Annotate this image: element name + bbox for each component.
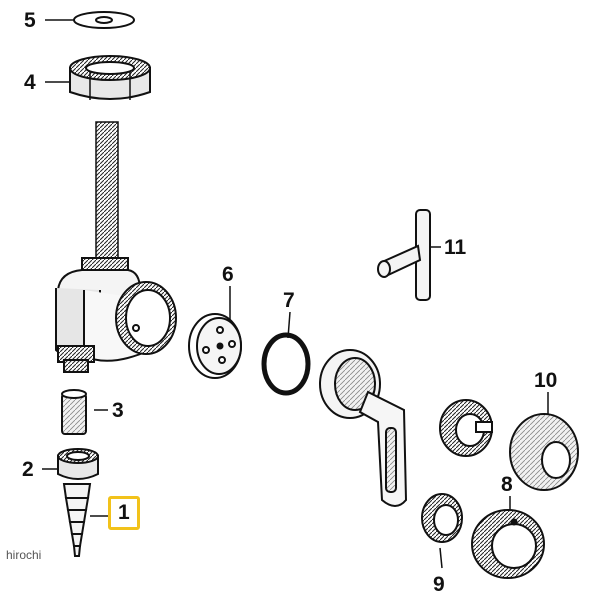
part-11-t-connector [377,209,431,301]
part-1-hose-nipple [62,483,92,557]
callout-5: 5 [24,9,36,32]
watermark: hirochi [6,548,42,562]
part-10-washer [509,413,579,491]
part-split-collar [439,399,493,457]
callout-8: 8 [501,473,513,496]
part-2-union-nut [57,448,99,480]
part-5-washer [73,11,135,29]
part-lever-cover [319,349,408,507]
part-4-nut [69,55,151,100]
part-8-threaded-ring [471,509,545,579]
callout-9: 9 [433,573,445,596]
callout-10: 10 [534,369,558,392]
part-9-bushing [421,493,463,543]
standpipe [95,121,119,263]
part-7-o-ring [261,332,311,396]
part-tap-body [55,257,177,373]
callout-4: 4 [24,71,36,94]
part-3-filter [61,389,87,435]
callout-2: 2 [22,458,34,481]
callout-11: 11 [444,236,467,259]
callout-1-highlighted: 1 [108,496,140,530]
callout-6: 6 [222,263,234,286]
part-6-sieve-disc [188,313,242,379]
callout-3: 3 [112,399,124,422]
callout-7: 7 [283,289,295,312]
